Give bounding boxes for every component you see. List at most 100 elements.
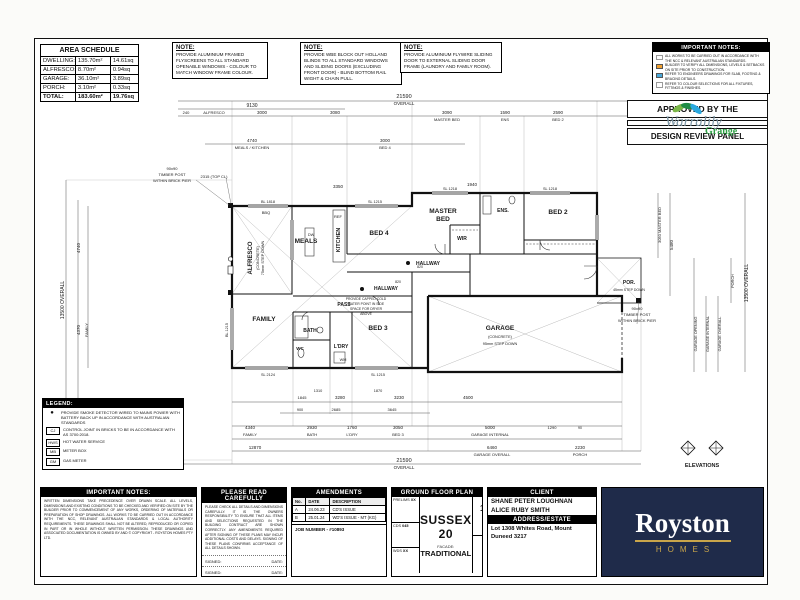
dimension-label: ABOVE: [360, 312, 372, 316]
dimension-label: SL 1218: [543, 187, 557, 191]
dimension-label: 4500: [463, 395, 474, 400]
legend-symbol-icon: GM: [46, 457, 60, 466]
porch-outline: [597, 257, 642, 304]
note-highlight-chip: [656, 82, 663, 88]
dimension-label: OVERALL: [394, 465, 415, 470]
amendment-cell: A: [292, 505, 307, 514]
room-label: MASTER: [429, 208, 457, 215]
room-label: BED 3: [368, 325, 388, 332]
dimension-label: 2590: [553, 110, 564, 115]
legend-symbol-icon: HWS: [46, 438, 60, 447]
dimension-label: BED 2: [552, 117, 564, 122]
amendments-col-date: DATE: [305, 497, 331, 506]
signed-label: SIGNED:: [205, 569, 222, 575]
legend-text: PROVIDE SMOKE DETECTOR WIRED TO MAINS PO…: [61, 410, 180, 426]
walls-exterior: [230, 191, 624, 374]
warralily-leaves-icon: Warralily Grange: [665, 102, 738, 136]
cds-label: CDS: [393, 523, 402, 528]
room-label: GARAGE: [486, 325, 515, 332]
job-number: JOB NUMBER - #10893: [292, 524, 386, 534]
dimension-label: 1760: [347, 425, 358, 430]
dimension-label: 12870: [249, 445, 262, 450]
prelims-value: XX: [410, 498, 416, 502]
room-label: POR.: [623, 280, 636, 286]
note-highlight-chip: [656, 72, 663, 79]
dimension-label: 1870: [374, 389, 382, 393]
extension-lines: [66, 101, 642, 464]
area-cell: GARAGE:: [41, 75, 76, 83]
dimension-label: 21590: [396, 94, 411, 100]
room-label: BED 2: [548, 209, 568, 216]
brand-sub: HOMES: [655, 544, 716, 554]
dimension-label: WATER POINT IN SIDE: [348, 302, 385, 306]
signed-label: SIGNED:: [205, 558, 222, 564]
sign-row: SIGNED:DATE:: [202, 566, 286, 575]
dimension-label: WITHIN BRICK PIER: [153, 178, 191, 183]
note-highlight-chip: [656, 54, 663, 60]
dimension-label: 95mm STEP DOWN: [483, 342, 518, 346]
dimension-label: 90x90: [167, 166, 179, 171]
approved-panel: APPROVED BY THE Warralily Grange DESIGN …: [627, 100, 768, 145]
door-swings: [301, 239, 598, 321]
smoke-detector-icons: [360, 261, 410, 291]
legend-symbol-icon: MB: [46, 448, 60, 457]
amendment-cell: 25.01.24: [305, 513, 331, 522]
dimension-label: BBQ: [262, 210, 270, 215]
room-label: WC: [296, 346, 304, 351]
elevation-markers: [680, 440, 724, 456]
dimension-label: TIMBER POST: [158, 172, 186, 177]
svg-text:Warralily: Warralily: [665, 114, 722, 130]
address-title: ADDRESS/ESTATE: [488, 515, 596, 524]
legend-text: HOT WATER SERVICE: [63, 438, 106, 444]
room-label: BATH: [303, 328, 317, 334]
tb-read-sign-rows: SIGNED:DATE: SIGNED:DATE:: [202, 555, 286, 575]
legend-symbol-icon: CJ: [46, 427, 60, 436]
dimension-label: 1590: [500, 110, 511, 115]
amendments-col-no: No.: [292, 497, 307, 506]
important-note-line: ALL WORKS TO BE CARRIED OUT IN ACCORDANC…: [656, 54, 766, 63]
scale-value: 1:100: [474, 504, 482, 513]
dimension-label: SL 1215: [368, 200, 382, 204]
dimension-label: FAMILY: [243, 432, 257, 437]
dimension-label: 4340: [245, 425, 256, 430]
area-cell: PORCH:: [41, 84, 76, 92]
dimension-label: 1845: [298, 395, 308, 400]
facade-value: TRADITIONAL: [420, 548, 472, 558]
room-label: KITCHEN: [336, 228, 342, 252]
dimension-label: GARAGE INTERNAL: [471, 432, 510, 437]
brand-rule: [634, 540, 731, 542]
important-note-line: REFER TO COLOUR SELECTIONS FOR ALL FIXTU…: [656, 82, 766, 91]
dimension-label: 2685: [332, 407, 342, 412]
dimension-label: 90x90: [632, 306, 644, 311]
room-label: MEALS: [295, 238, 318, 245]
royston-homes-logo: Royston HOMES: [601, 487, 764, 577]
note-box-blinds: NOTE: PROVIDE WBE BLOCK OUT HOLLAND BLIN…: [300, 42, 402, 85]
svg-text:Grange: Grange: [705, 126, 738, 136]
area-cell: 135.70m²: [76, 57, 111, 65]
dimension-label: SL 1218: [443, 187, 457, 191]
dimension-label: OVERALL: [394, 101, 415, 106]
note-body: PROVIDE ALUMINIUM FRAMED FLYSCREENS TO A…: [176, 52, 257, 75]
windows: [230, 191, 599, 370]
dimension-label: BED 3: [392, 432, 404, 437]
brand-name: Royston: [635, 508, 730, 539]
sign-row: SIGNED:DATE:: [202, 555, 286, 564]
amendment-cell: B: [292, 513, 307, 522]
dimension-label: 13500 OVERALL: [744, 264, 750, 303]
room-label: HALLWAY: [416, 261, 441, 267]
prelims-label: PRELIMS: [393, 498, 410, 502]
dimension-label: 6460: [487, 445, 498, 450]
dimension-label: SPACE FOR DRYER: [350, 307, 383, 311]
dimension-label: 4370: [76, 324, 81, 335]
dimension-label: 5000: [485, 425, 496, 430]
room-label: HALLWAY: [374, 286, 399, 292]
dimension-label: GARAGE OVERALL: [718, 317, 722, 352]
area-cell: 8.70m²: [76, 66, 111, 74]
dimension-label: 900: [297, 408, 303, 412]
dimension-label: L'DRY: [346, 432, 358, 437]
room-label: WIR: [457, 236, 467, 242]
